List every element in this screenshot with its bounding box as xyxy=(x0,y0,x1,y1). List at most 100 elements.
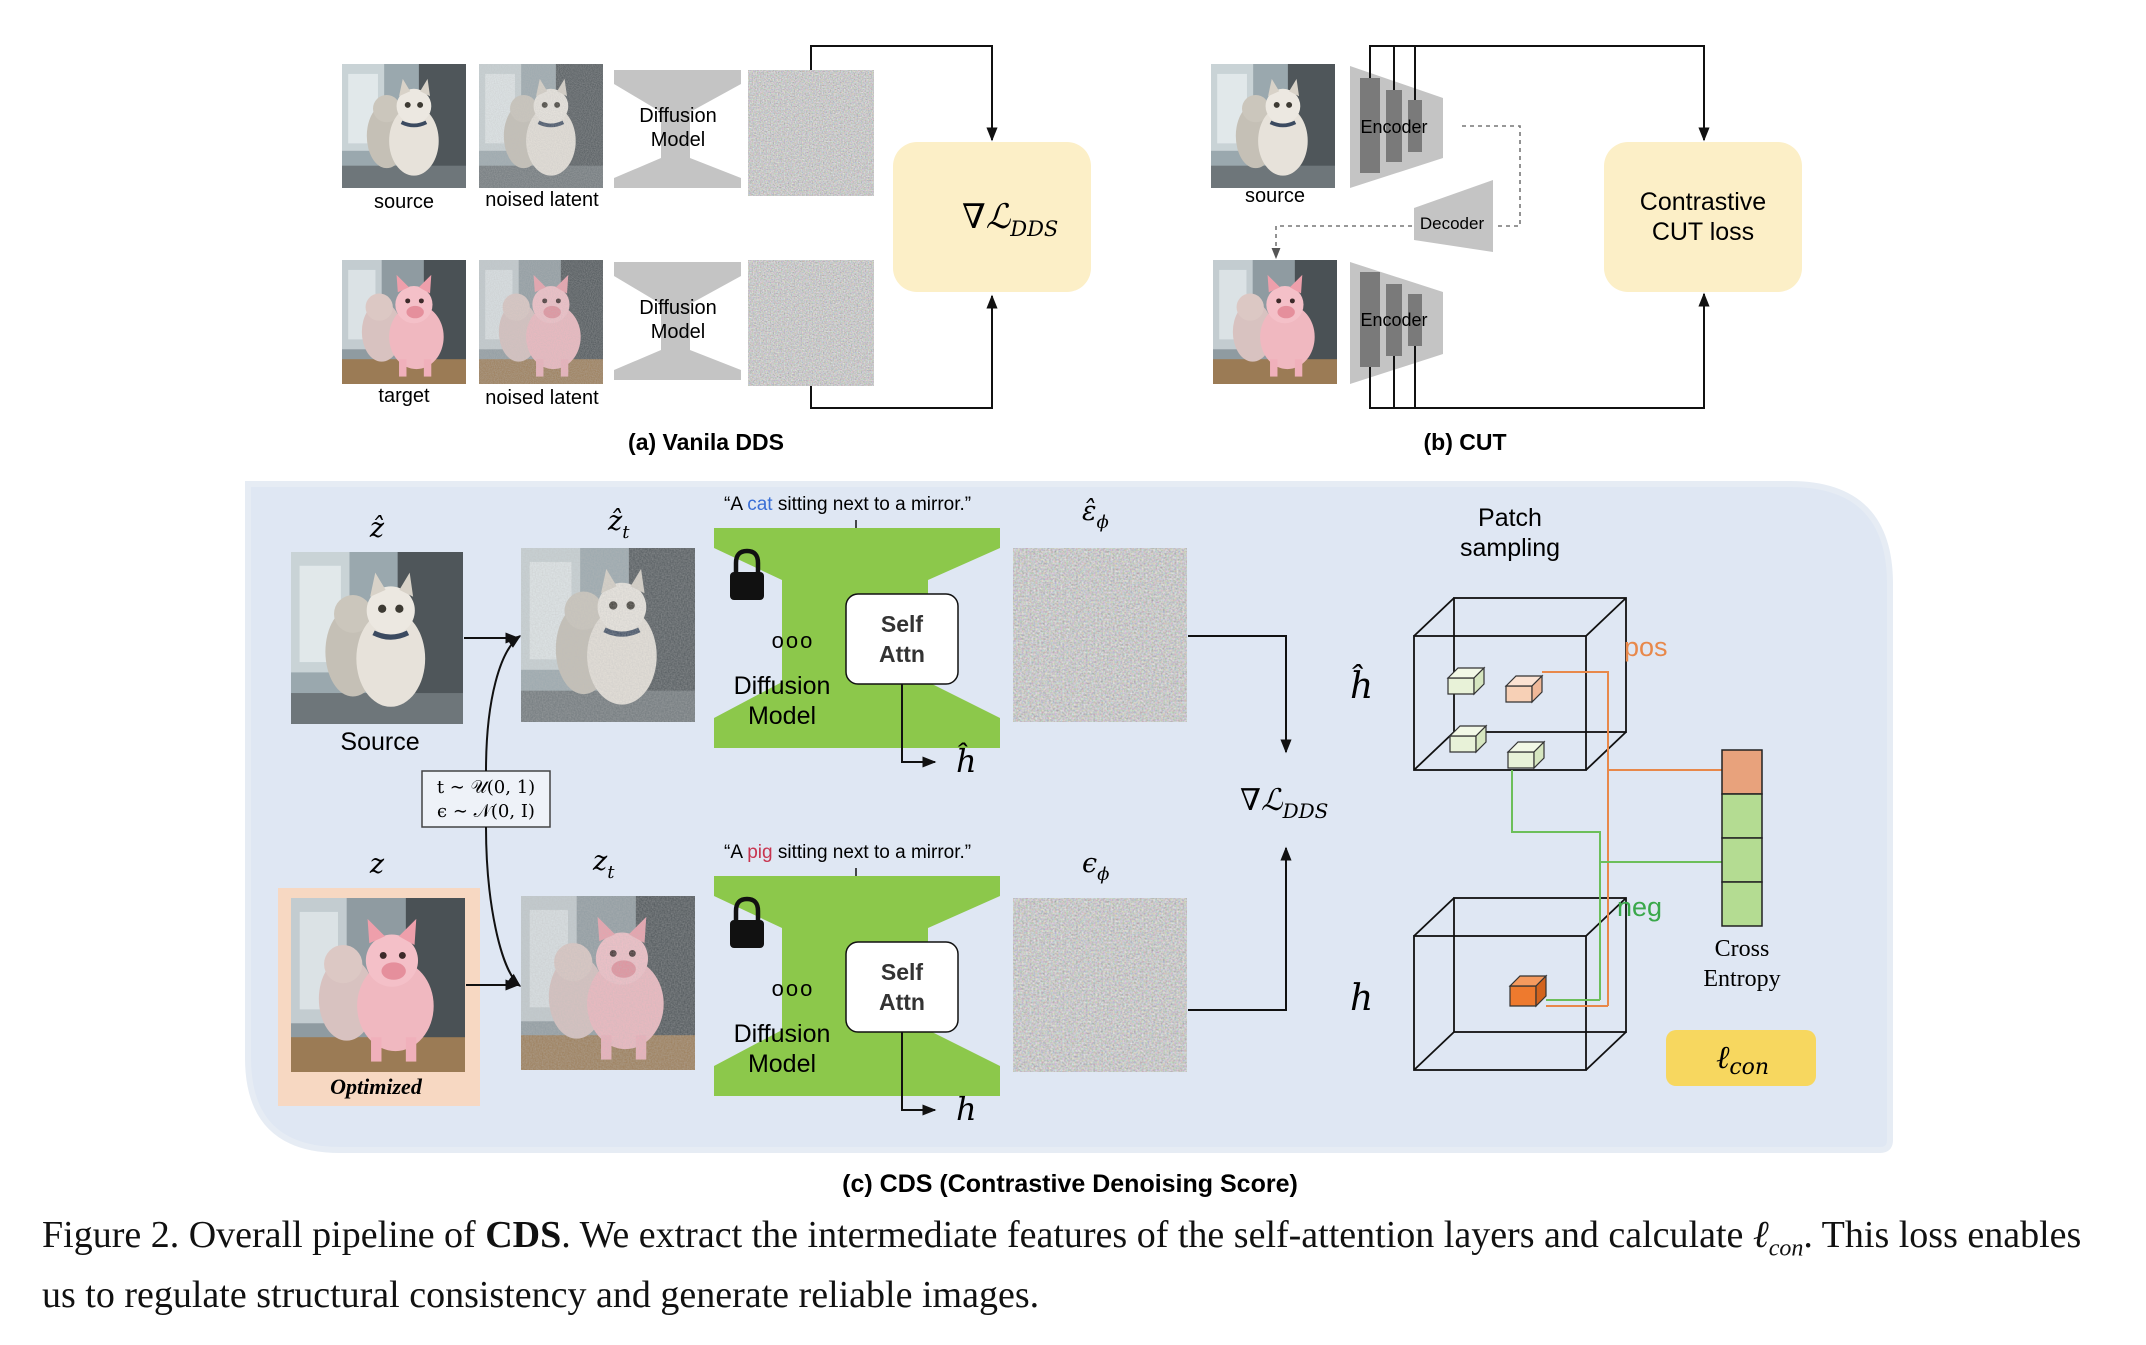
target-image xyxy=(342,260,466,384)
sampling-eps: ϵ ∼ 𝒩(0, I) xyxy=(437,801,535,822)
diffusion-model-shape-2 xyxy=(614,262,741,380)
prompt-bottom-word: pig xyxy=(747,842,772,863)
z-hat-t-subscript: t xyxy=(622,522,630,543)
caption-bold: CDS xyxy=(485,1214,562,1256)
noised-latent-target-image xyxy=(479,260,603,384)
z-hat-t-label: ẑ xyxy=(607,506,623,537)
target-label: target xyxy=(378,385,430,407)
cut-connector-lines xyxy=(1369,45,1710,409)
diffusion-model-label-2-line1: Diffusion xyxy=(639,297,716,319)
z-label: z xyxy=(369,849,385,880)
svg-text:ẑt: ẑt xyxy=(607,506,630,543)
grad-dds-subscript: DDS xyxy=(1282,799,1329,823)
optimized-image xyxy=(291,898,465,1072)
prompt-top: “A cat sitting next to a mirror.” xyxy=(724,494,971,515)
panel-c-title: (c) CDS (Contrastive Denoising Score) xyxy=(842,1170,1298,1198)
decoder-shape xyxy=(1414,180,1493,252)
ellipsis-dots: ooo xyxy=(772,628,815,653)
cds-noised-optimized xyxy=(521,896,695,1070)
feature-cube-top xyxy=(1413,597,1627,771)
feature-cube-bottom xyxy=(1413,897,1627,1071)
noise-output-target xyxy=(748,260,874,386)
ellipsis-dots: ooo xyxy=(772,976,815,1001)
h-hat-feature-label: ĥ xyxy=(1350,665,1373,707)
decoder-label: Decoder xyxy=(1420,214,1485,233)
panel-b-title: (b) CUT xyxy=(1423,429,1506,455)
source-image xyxy=(342,64,466,188)
noised-latent-label-2: noised latent xyxy=(485,387,599,409)
panel-a-title: (a) Vanila DDS xyxy=(628,429,784,455)
panel-c-cds: ẑ Source t ∼ 𝒰(0, 1) ϵ ∼ 𝒩(0, I) z Optim… xyxy=(245,481,1893,1198)
z-hat-label: ẑ xyxy=(369,513,385,544)
cds-source-image xyxy=(291,552,463,724)
pos-label: pos xyxy=(1624,632,1668,662)
cross-entropy-line1: Cross xyxy=(1715,936,1770,962)
arrow-noise-to-loss-bottom xyxy=(810,294,998,409)
arrow-noise-to-loss-top xyxy=(810,45,998,142)
lcon-subscript: con xyxy=(1729,1055,1769,1080)
diffusion-model-label-line1: Diffusion xyxy=(639,105,716,127)
diffusion-model-label-line2: Model xyxy=(651,129,705,151)
h-feature-label: h xyxy=(1350,978,1373,1019)
panel-a-vanilla-dds: source noised latent Diffusion Model tar… xyxy=(342,45,1091,455)
pos-connections xyxy=(1542,671,1722,1007)
dds-loss-box xyxy=(893,142,1091,292)
lcon-box xyxy=(1666,1030,1816,1086)
self-attn-box-top xyxy=(845,593,959,685)
query-patch-bottom xyxy=(1508,974,1548,1008)
noised-latent-source-image xyxy=(479,64,603,188)
svg-text:ℓcon: ℓcon xyxy=(1716,1038,1769,1080)
dds-loss-symbol: ∇ℒ xyxy=(962,197,1012,237)
diffusion-bottom-line1: Diffusion xyxy=(734,1020,831,1048)
cut-output-image xyxy=(1213,260,1337,384)
cds-noised-source xyxy=(521,548,695,722)
svg-text:∇ℒDDS: ∇ℒDDS xyxy=(962,197,1058,241)
prompt-top-word: cat xyxy=(747,494,773,515)
optimized-label: Optimized xyxy=(330,1074,423,1099)
cross-entropy-logits xyxy=(1721,749,1763,927)
decoder-to-output-arrow xyxy=(1271,225,1412,260)
diffusion-top-line2: Model xyxy=(748,702,816,730)
lock-icon xyxy=(730,548,764,600)
patch-sampling-line1: Patch xyxy=(1478,504,1542,532)
z-t-label: z xyxy=(592,846,608,877)
self-attn-top-line1: Self xyxy=(881,611,924,637)
cut-loss-label-line2: CUT loss xyxy=(1652,218,1754,246)
cross-entropy-line2: Entropy xyxy=(1703,966,1780,992)
eps-hat-subscript: ϕ xyxy=(1097,512,1109,533)
cut-loss-box xyxy=(1604,142,1802,292)
eps-hat-label: ε̂ xyxy=(1082,496,1097,527)
cut-source-label: source xyxy=(1245,185,1305,207)
figure-caption: Figure 2. Overall pipeline of CDS. We ex… xyxy=(42,1214,2082,1316)
diffusion-top-line1: Diffusion xyxy=(734,672,831,700)
h-hat-top-output: ĥ xyxy=(956,742,977,780)
noised-latent-label: noised latent xyxy=(485,189,599,211)
cds-source-label: Source xyxy=(340,728,419,756)
self-attn-box-bottom xyxy=(845,941,959,1033)
patch-sampling-line2: sampling xyxy=(1460,534,1560,562)
svg-text:ε̂ϕ: ε̂ϕ xyxy=(1082,496,1109,533)
z-t-subscript: t xyxy=(607,862,615,883)
prompt-bottom: “A pig sitting next to a mirror.” xyxy=(724,842,971,863)
diffusion-model-label-2-line2: Model xyxy=(651,321,705,343)
lcon-symbol: ℓ xyxy=(1716,1038,1730,1076)
self-attn-bottom-line1: Self xyxy=(881,959,924,985)
diffusion-model-shape xyxy=(614,70,741,188)
svg-text:∇ℒDDS: ∇ℒDDS xyxy=(1240,783,1328,823)
cut-loss-label-line1: Contrastive xyxy=(1640,188,1766,216)
encoder-label-bottom: Encoder xyxy=(1360,310,1427,330)
eps-subscript: ϕ xyxy=(1097,864,1109,885)
encoder-label-top: Encoder xyxy=(1360,117,1427,137)
patch-cuboids-top xyxy=(1446,666,1546,770)
sampling-t: t ∼ 𝒰(0, 1) xyxy=(437,777,535,798)
h-bottom-output: h xyxy=(956,1090,977,1128)
panel-b-cut: source Encoder Decoder Encoder Contrasti… xyxy=(1210,45,1802,455)
lock-icon xyxy=(730,896,764,948)
cut-source-image xyxy=(1210,64,1336,188)
dds-loss-subscript: DDS xyxy=(1009,217,1058,241)
eps-label: ϵ xyxy=(1082,848,1097,879)
noise-output-source xyxy=(748,70,874,196)
self-attn-bottom-line2: Attn xyxy=(879,989,925,1015)
diffusion-bottom-line2: Model xyxy=(748,1050,816,1078)
